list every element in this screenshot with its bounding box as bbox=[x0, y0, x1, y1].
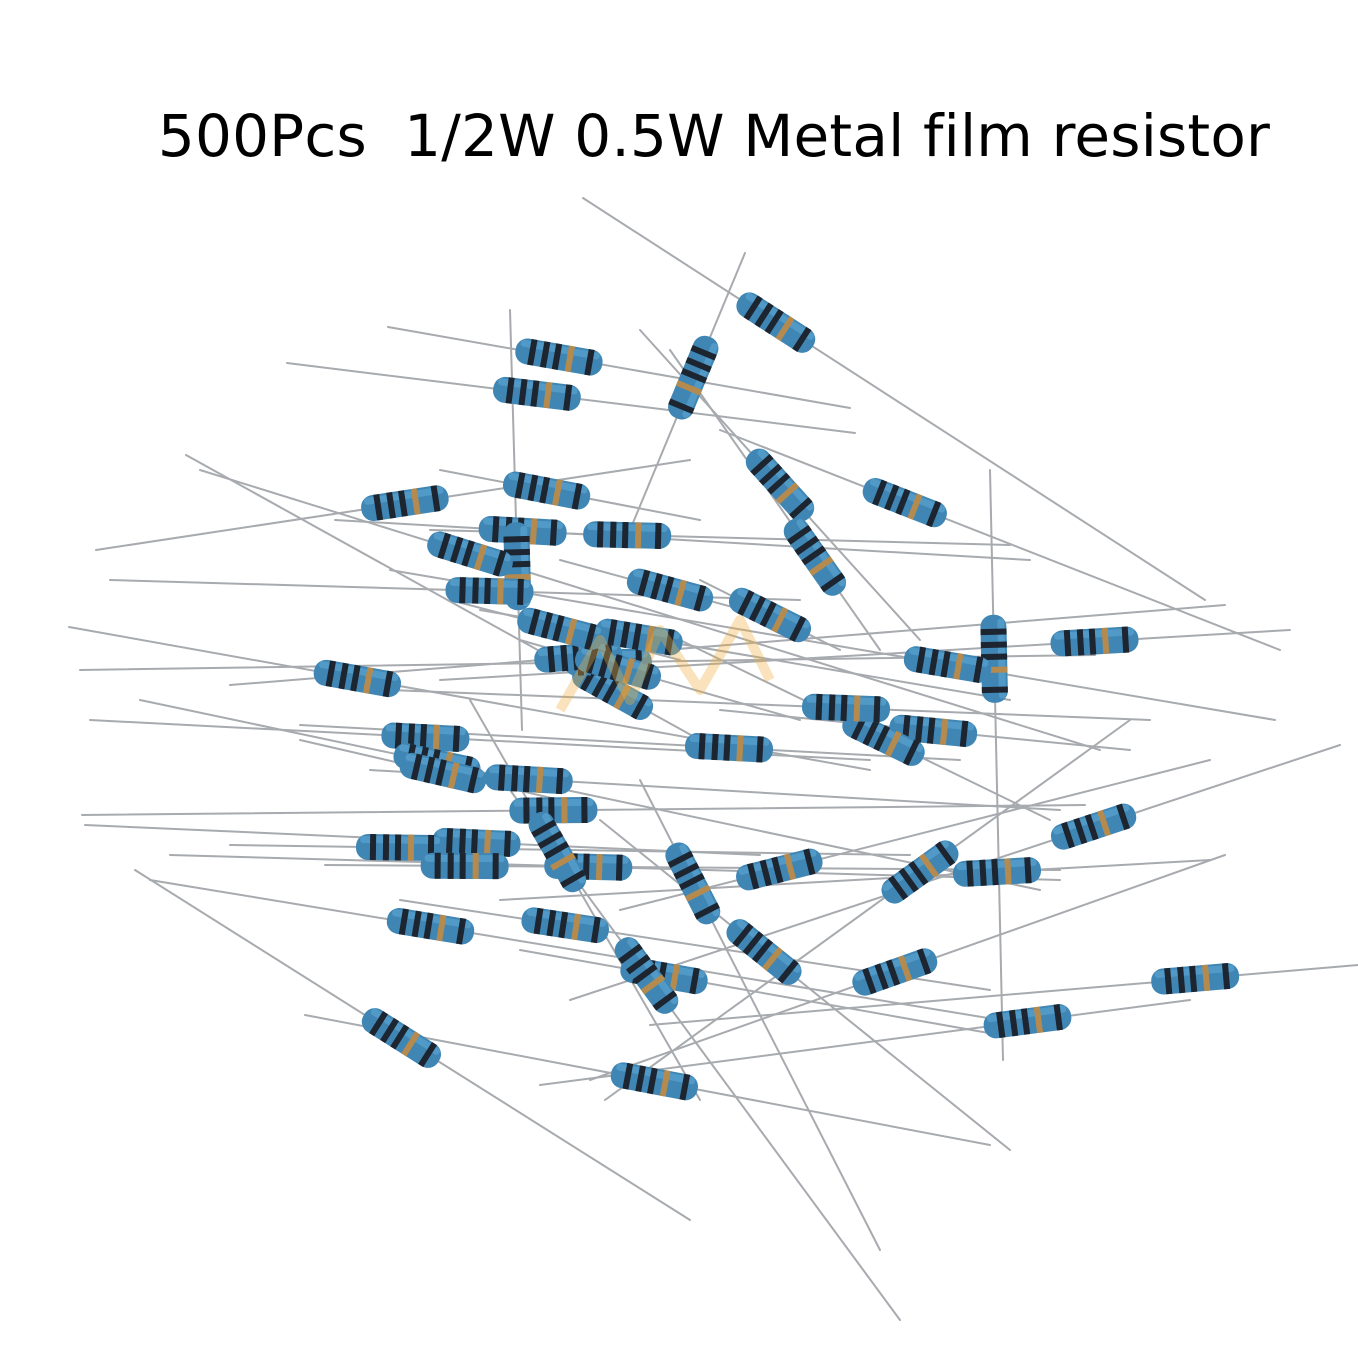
resistor bbox=[801, 693, 891, 723]
resistor bbox=[517, 607, 604, 650]
resistor bbox=[684, 733, 774, 763]
product-title: 500Pcs 1/2W 0.5W Metal film resistor bbox=[157, 102, 1271, 170]
resistor bbox=[528, 811, 587, 893]
resistor bbox=[952, 857, 1042, 887]
resistor bbox=[862, 477, 947, 528]
resistor bbox=[783, 518, 847, 596]
resistor bbox=[626, 568, 714, 612]
resistor bbox=[1050, 626, 1139, 657]
resistor bbox=[668, 335, 719, 420]
resistor bbox=[583, 521, 672, 549]
resistor bbox=[1151, 962, 1240, 995]
resistor bbox=[361, 485, 449, 521]
resistor bbox=[881, 840, 959, 904]
resistor bbox=[574, 646, 662, 690]
resistor bbox=[361, 1008, 442, 1068]
resistor bbox=[842, 712, 925, 766]
resistor bbox=[614, 937, 679, 1014]
resistor bbox=[399, 752, 487, 794]
resistor bbox=[736, 848, 823, 891]
resistor bbox=[736, 292, 816, 353]
resistor bbox=[420, 852, 509, 880]
resistor bbox=[502, 471, 591, 510]
resistor bbox=[980, 614, 1008, 703]
resistor bbox=[728, 587, 812, 643]
resistor bbox=[610, 1062, 698, 1101]
resistor bbox=[745, 448, 815, 522]
resistor bbox=[432, 827, 521, 857]
resistor-bodies bbox=[313, 292, 1240, 1101]
resistor bbox=[521, 907, 609, 944]
resistor bbox=[903, 646, 992, 683]
resistor bbox=[515, 338, 603, 376]
resistor bbox=[852, 948, 938, 996]
watermark-logo bbox=[555, 615, 775, 713]
resistor bbox=[386, 908, 475, 945]
resistor bbox=[726, 919, 802, 985]
resistor bbox=[484, 764, 573, 795]
resistor bbox=[983, 1003, 1072, 1039]
resistor bbox=[445, 577, 534, 605]
resistor bbox=[427, 531, 513, 577]
resistor bbox=[1050, 803, 1137, 850]
resistor bbox=[313, 659, 402, 698]
resistor bbox=[595, 618, 683, 656]
resistor bbox=[665, 842, 721, 925]
resistor bbox=[493, 376, 581, 411]
